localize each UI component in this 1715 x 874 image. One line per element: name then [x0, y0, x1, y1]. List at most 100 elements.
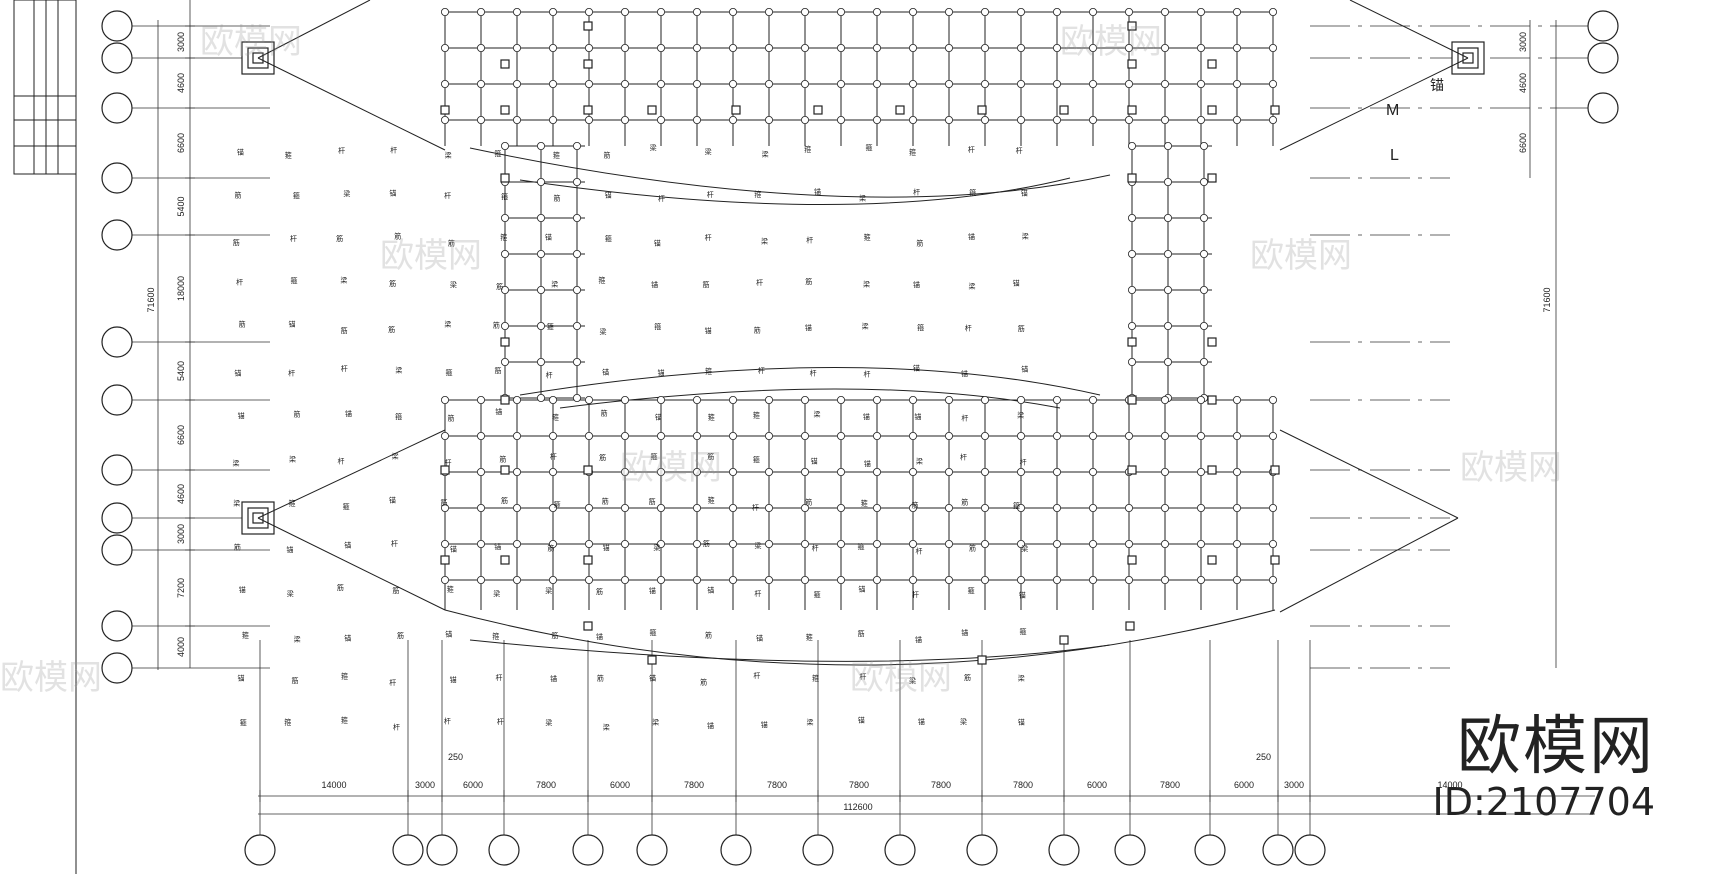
member-annotation: 箍 — [554, 500, 561, 509]
truss-node — [621, 7, 630, 16]
truss-node — [873, 116, 882, 125]
member-annotation: 箍 — [865, 143, 872, 152]
truss-node — [440, 431, 449, 440]
truss-node — [476, 395, 485, 404]
truss-node — [873, 576, 882, 585]
support-node — [1270, 105, 1280, 115]
truss-node — [1125, 7, 1134, 16]
dim-label-bottom: 3000 — [1284, 780, 1304, 790]
truss-node — [549, 80, 558, 89]
support-node — [1207, 337, 1217, 347]
truss-node — [1197, 116, 1206, 125]
member-annotation: 梁 — [968, 281, 975, 290]
truss-node — [693, 431, 702, 440]
member-annotation: 杆 — [1016, 146, 1023, 155]
axis-bubble-left — [101, 10, 133, 42]
truss-node — [1125, 431, 1134, 440]
truss-node — [573, 393, 582, 402]
truss-node — [1233, 80, 1242, 89]
member-annotation: 锚 — [494, 542, 501, 551]
truss-node — [1269, 7, 1278, 16]
member-annotation: 锚 — [289, 320, 296, 329]
member-annotation: 箍 — [861, 499, 868, 508]
truss-node — [537, 213, 546, 222]
truss-node — [873, 44, 882, 53]
axis-lines — [132, 25, 1588, 835]
tie-cable — [1279, 517, 1459, 613]
support-node — [500, 465, 510, 475]
truss-node — [440, 503, 449, 512]
truss-node — [440, 395, 449, 404]
truss-node — [1089, 503, 1098, 512]
truss-node — [909, 395, 918, 404]
truss-node — [621, 431, 630, 440]
truss-node — [440, 44, 449, 53]
member-annotation: 箍 — [492, 631, 499, 640]
member-annotation: 筋 — [499, 455, 506, 464]
truss-node — [1269, 395, 1278, 404]
truss-node — [1053, 7, 1062, 16]
member-annotation: 箍 — [289, 499, 296, 508]
truss-node — [801, 431, 810, 440]
support-node — [1207, 395, 1217, 405]
truss-node — [837, 7, 846, 16]
support-node — [500, 337, 510, 347]
truss-node — [801, 576, 810, 585]
truss-node — [1233, 44, 1242, 53]
truss-node — [909, 431, 918, 440]
support-node — [583, 105, 593, 115]
truss-node — [1089, 395, 1098, 404]
truss-node — [801, 467, 810, 476]
dim-label-bottom: 7800 — [767, 780, 787, 790]
member-annotation: 筋 — [495, 366, 502, 375]
truss-node — [1197, 395, 1206, 404]
support-node — [1127, 59, 1137, 69]
member-annotation: 筋 — [448, 238, 455, 247]
axis-bubble-left — [101, 502, 133, 534]
truss-node — [537, 177, 546, 186]
member-annotation: 杆 — [756, 278, 763, 287]
member-annotation: 筋 — [703, 280, 710, 289]
truss-node — [1164, 285, 1173, 294]
tie-cable — [1279, 429, 1459, 519]
dim-label-left: 5400 — [176, 196, 186, 216]
member-annotation: 筋 — [392, 586, 399, 595]
member-annotation: 箍 — [605, 234, 612, 243]
member-annotation: 梁 — [294, 634, 301, 643]
truss-node — [1053, 431, 1062, 440]
truss-node — [1089, 431, 1098, 440]
truss-node — [657, 467, 666, 476]
truss-node — [1053, 467, 1062, 476]
truss-node — [1017, 503, 1026, 512]
member-annotation: 锚 — [389, 188, 396, 197]
member-annotation: 箍 — [705, 366, 712, 375]
member-annotation: 箍 — [857, 542, 864, 551]
curved-chord — [469, 147, 1111, 198]
truss-node — [873, 80, 882, 89]
member-annotation: 梁 — [1022, 232, 1029, 241]
member-annotation: 杆 — [965, 323, 972, 332]
truss-node — [1089, 576, 1098, 585]
truss-node — [837, 540, 846, 549]
label-note: 锚 — [1430, 77, 1444, 93]
truss-node — [693, 395, 702, 404]
truss-node — [573, 141, 582, 150]
truss-node — [500, 213, 509, 222]
dim-label-bottom: 7800 — [849, 780, 869, 790]
truss-node — [1200, 249, 1209, 258]
member-annotation: 杆 — [288, 368, 295, 377]
truss-node — [573, 321, 582, 330]
truss-node — [765, 467, 774, 476]
truss-node — [981, 116, 990, 125]
member-annotation: 梁 — [444, 320, 451, 329]
truss-node — [693, 80, 702, 89]
support-node — [500, 59, 510, 69]
truss-node — [657, 503, 666, 512]
truss-node — [513, 503, 522, 512]
member-annotation: 杆 — [758, 366, 765, 375]
truss-node — [1125, 503, 1134, 512]
member-annotation: 锚 — [968, 232, 975, 241]
member-annotation: 箍 — [814, 590, 821, 599]
member-annotation: 筋 — [805, 277, 812, 286]
